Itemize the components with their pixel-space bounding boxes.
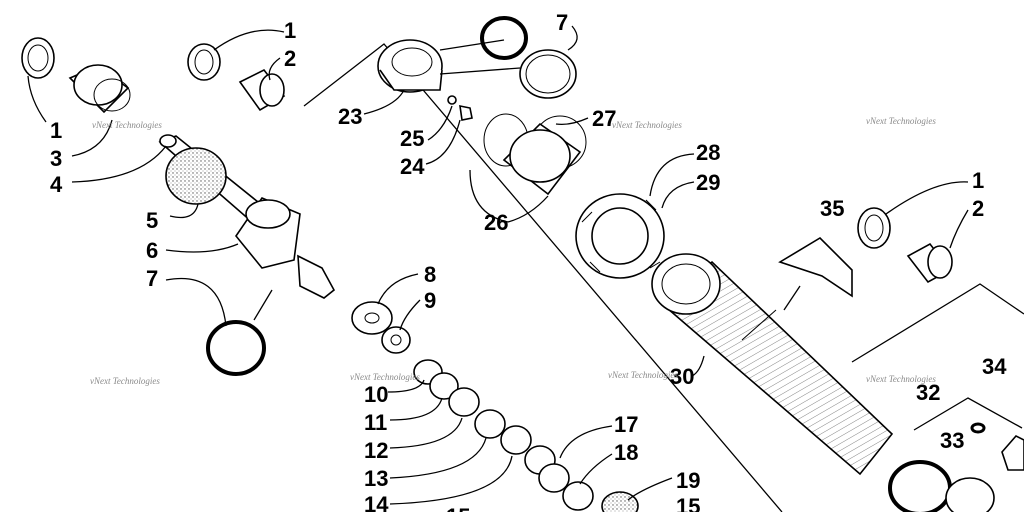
watermark-text: vNext Technologies [608, 370, 678, 380]
callout-14: 14 [364, 492, 389, 512]
callout-6: 6 [146, 238, 158, 263]
bumper-stop [165, 147, 227, 205]
watermark-text: vNext Technologies [90, 376, 160, 386]
callout-25: 25 [400, 126, 424, 151]
wear-band [519, 49, 577, 99]
watermark-text: vNext Technologies [92, 120, 162, 130]
callout-17: 17 [614, 412, 638, 437]
spring-guide-plate [778, 236, 853, 298]
bushing-sleeve-right [906, 242, 953, 284]
o-ring-reservoir [480, 16, 528, 60]
bushing-flange-top-left [21, 37, 55, 79]
callout-15: 15 [446, 504, 470, 512]
watermark-text: vNext Technologies [866, 374, 936, 384]
callout-11: 11 [364, 410, 387, 435]
reservoir-cap [377, 39, 443, 93]
leader-35 [783, 285, 801, 311]
callout-12: 12 [364, 438, 388, 463]
bracket-32 [913, 397, 1023, 431]
bushing-flange-right [857, 207, 891, 249]
small-o-ring [970, 422, 986, 434]
callout-15: 15 [676, 494, 700, 512]
callout-35: 35 [820, 196, 844, 221]
callout-7: 7 [146, 266, 158, 291]
bushing-flange-top-mid [187, 43, 221, 81]
callout-1: 1 [284, 18, 296, 43]
piston-body [235, 197, 336, 299]
spring-adjuster-nut [575, 193, 665, 279]
callout-30: 30 [670, 364, 694, 389]
callout-10: 10 [364, 382, 388, 407]
watermark-text: vNext Technologies [612, 120, 682, 130]
watermark-text: vNext Technologies [866, 116, 936, 126]
callout-23: 23 [338, 104, 362, 129]
callout-1: 1 [50, 118, 62, 143]
callout-9: 9 [424, 288, 436, 313]
leader-lines [27, 25, 969, 505]
callout-4: 4 [50, 172, 63, 197]
callout-34: 34 [982, 354, 1007, 379]
fitting [1001, 435, 1024, 471]
bushing-sleeve-mid [238, 68, 286, 112]
callout-1: 1 [972, 168, 984, 193]
shim-stack [351, 301, 639, 512]
watermark-text: vNext Technologies [350, 372, 420, 382]
callout-13: 13 [364, 466, 388, 491]
callout-24: 24 [400, 154, 425, 179]
callout-28: 28 [696, 140, 720, 165]
callout-2: 2 [972, 196, 984, 221]
reservoir-frame-line [303, 43, 783, 512]
callout-19: 19 [676, 468, 700, 493]
callout-2: 2 [284, 46, 296, 71]
bushing-sleeve-left [68, 64, 131, 114]
valve-core [447, 95, 473, 121]
callout-3: 3 [50, 146, 62, 171]
spacer-sleeve [502, 122, 582, 196]
o-ring-left [206, 320, 266, 376]
right-frame-line [851, 283, 1024, 363]
callout-8: 8 [424, 262, 436, 287]
callout-29: 29 [696, 170, 720, 195]
lower-eye [888, 460, 995, 512]
callout-32: 32 [916, 380, 940, 405]
callout-labels: 1 2 1 3 4 5 6 7 7 8 9 10 11 12 13 14 15 … [50, 10, 1007, 512]
callout-5: 5 [146, 208, 158, 233]
callout-26: 26 [484, 210, 508, 235]
watermarks: vNext Technologies vNext Technologies vN… [90, 116, 936, 386]
callout-7: 7 [556, 10, 568, 35]
callout-33: 33 [940, 428, 964, 453]
callout-18: 18 [614, 440, 638, 465]
callout-27: 27 [592, 106, 616, 131]
shock-body [651, 253, 894, 476]
